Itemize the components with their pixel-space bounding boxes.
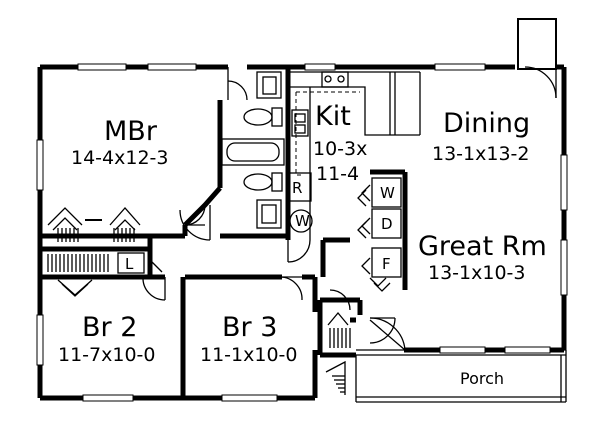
br3-name: Br 3 [222,312,277,343]
great-room-size: 13-1x10-3 [428,262,526,284]
br2-size: 11-7x10-0 [58,344,156,366]
chimney [517,18,557,70]
dining-size: 13-1x13-2 [432,143,530,165]
br2-name: Br 2 [82,312,137,343]
washer-label: W [380,184,395,202]
kitchen-size-line2: 11-4 [316,163,359,185]
windows [36,63,568,402]
br3-size: 11-1x10-0 [200,344,298,366]
interior-walls [40,67,408,398]
furnace-label: F [382,255,391,273]
porch-name: Porch [460,369,504,388]
bathroom-fixtures [221,71,285,229]
mbr-name: MBr [104,116,158,147]
dryer-label: D [381,215,393,233]
doors [142,66,557,351]
kitchen-size-line1: 10-3x [313,138,367,160]
dining-name: Dining [443,108,530,139]
water-heater-label: W [295,212,310,230]
closets [47,207,351,395]
kitchen-name: Kit [315,101,351,132]
refrigerator-label: R [292,179,302,197]
mbr-size: 14-4x12-3 [71,147,169,169]
laundry-fixtures [357,177,402,292]
linen-label: L [125,255,134,273]
great-room-name: Great Rm [418,231,547,262]
kitchen-fixtures [286,71,421,240]
